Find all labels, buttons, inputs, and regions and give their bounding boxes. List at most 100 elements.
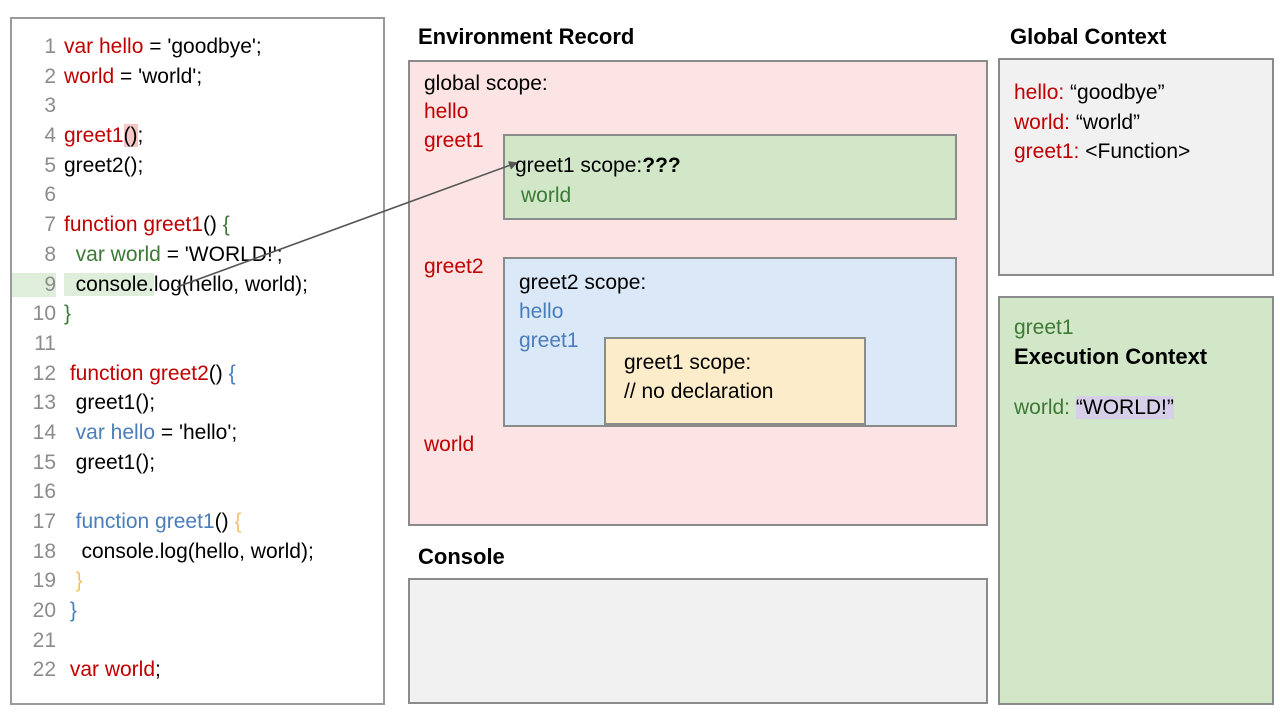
console-title: Console	[418, 544, 505, 569]
code-line[interactable]: 20 }	[12, 599, 383, 629]
code-token: {	[228, 361, 236, 385]
code-line[interactable]: 13 greet1();	[12, 391, 383, 421]
greet2-scope-box: greet2 scope: hello greet1 greet1 scope:…	[503, 257, 957, 427]
code-token: world	[64, 64, 115, 88]
execution-context-function-name: greet1	[1014, 316, 1074, 339]
code-line[interactable]: 11	[12, 332, 383, 362]
line-number: 3	[44, 94, 56, 118]
code-line-text: var world = 'WORLD!';	[56, 243, 283, 267]
greet1-inner-scope-comment: // no declaration	[624, 380, 774, 403]
code-line[interactable]: 8 var world = 'WORLD!';	[12, 243, 383, 273]
code-line-text: function greet2() {	[56, 362, 236, 386]
greet2-scope-label: greet2 scope:	[519, 271, 647, 294]
line-number: 22	[32, 658, 56, 682]
code-line[interactable]: 7 function greet1() {	[12, 213, 383, 243]
code-line-text: greet1();	[56, 391, 155, 415]
code-line[interactable]: 16	[12, 480, 383, 510]
code-token: function greet1	[64, 510, 215, 533]
code-line-text: greet2();	[56, 154, 143, 178]
global-binding-greet2: greet2	[424, 255, 484, 278]
code-line[interactable]: 22 var world;	[12, 658, 383, 688]
execution-context-title: Execution Context	[1014, 344, 1208, 369]
line-number: 19	[32, 569, 56, 593]
code-token: ;	[155, 658, 161, 682]
code-token: console.	[64, 272, 154, 296]
line-number: 15	[32, 450, 56, 474]
code-token: }	[64, 599, 77, 623]
line-number: 21	[32, 628, 56, 652]
code-line[interactable]: 18 console.log(hello, world);	[12, 540, 383, 570]
line-number: 14	[32, 420, 56, 444]
global-context-value-world: “world”	[1075, 110, 1141, 134]
global-binding-greet1: greet1	[424, 129, 484, 152]
code-token: {	[222, 213, 230, 237]
line-number: 18	[32, 539, 56, 563]
code-line-text: }	[56, 599, 77, 623]
code-line-text: console.log(hello, world);	[56, 272, 308, 297]
code-line[interactable]: 9 console.log(hello, world);	[12, 272, 383, 303]
execution-context-row: world: “WORLD!”	[1014, 396, 1272, 420]
greet2-scope-binding-greet1: greet1	[519, 329, 579, 352]
code-line[interactable]: 21	[12, 629, 383, 659]
code-line-text: }	[56, 302, 71, 326]
code-token: ()	[123, 124, 138, 148]
environment-record-title: Environment Record	[418, 24, 635, 49]
greet1-scope-box: greet1 scope:??? world	[503, 134, 957, 220]
line-number: 7	[44, 213, 56, 237]
global-context-box: hello: “goodbye” world: “world” greet1: …	[998, 58, 1274, 276]
greet2-scope-binding-hello: hello	[519, 300, 564, 323]
code-token: var world	[64, 242, 161, 266]
code-token: {	[234, 510, 242, 533]
console-output-box[interactable]	[408, 578, 988, 704]
global-context-title: Global Context	[1010, 24, 1167, 49]
code-line[interactable]: 17 function greet1() {	[12, 510, 383, 540]
code-line-text: greet1();	[56, 451, 155, 475]
global-context-row: greet1: <Function>	[1014, 137, 1272, 167]
code-token: ()	[202, 213, 223, 237]
code-token: = 'world';	[114, 64, 203, 88]
line-number: 20	[32, 599, 56, 623]
greet1-scope-unknown-marker: ???	[642, 154, 681, 177]
greet1-scope-binding-world: world	[521, 184, 572, 207]
code-token: }	[64, 302, 72, 326]
code-line[interactable]: 19 }	[12, 569, 383, 599]
code-token: greet2();	[64, 153, 144, 177]
global-context-key-greet1: greet1:	[1014, 140, 1080, 163]
code-token: log(hello, world);	[153, 272, 308, 296]
code-line[interactable]: 6	[12, 183, 383, 213]
code-line-text: var hello = 'goodbye';	[56, 35, 262, 59]
code-line[interactable]: 15 greet1();	[12, 451, 383, 481]
global-context-value-hello: “goodbye”	[1070, 81, 1165, 104]
global-context-row: world: “world”	[1014, 108, 1272, 138]
line-number: 13	[32, 391, 56, 415]
code-line[interactable]: 3	[12, 94, 383, 124]
code-line-text: function greet1() {	[56, 510, 242, 534]
code-token: = 'hello';	[155, 420, 238, 444]
line-number: 4	[44, 124, 56, 148]
code-line[interactable]: 10}	[12, 302, 383, 332]
code-token: var world	[64, 658, 156, 682]
code-line-text: var world;	[56, 658, 161, 682]
line-number: 8	[44, 242, 56, 266]
execution-context-value-world: “WORLD!”	[1075, 396, 1174, 419]
line-number: 1	[44, 35, 56, 58]
code-line-text: }	[56, 569, 83, 593]
greet1-scope-label: greet1 scope:???	[515, 154, 681, 178]
code-token: function greet1	[64, 213, 203, 237]
global-binding-hello: hello	[424, 100, 469, 123]
code-token: greet1();	[64, 391, 156, 415]
execution-context-box: greet1 Execution Context world: “WORLD!”	[998, 296, 1274, 705]
code-token: ()	[208, 361, 229, 385]
code-token: var hello	[64, 35, 144, 58]
code-line-text: greet1();	[56, 124, 143, 148]
global-context-key-hello: hello:	[1014, 81, 1065, 104]
code-line[interactable]: 12 function greet2() {	[12, 362, 383, 392]
code-line[interactable]: 14 var hello = 'hello';	[12, 421, 383, 451]
